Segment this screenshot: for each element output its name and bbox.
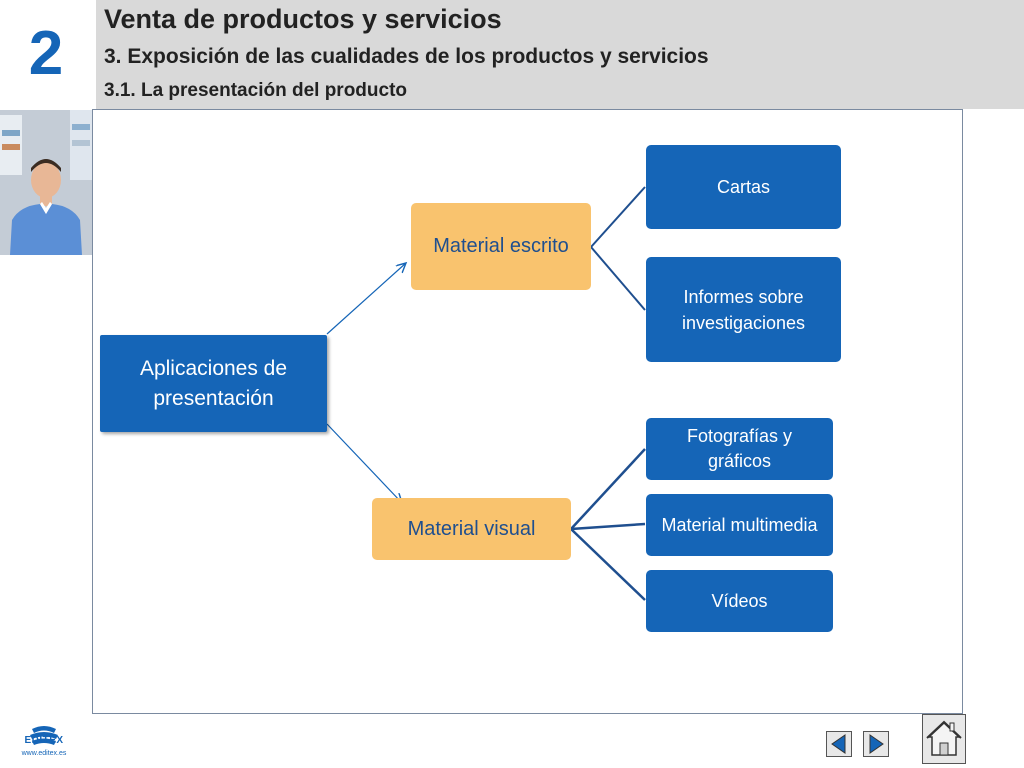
page-title: Venta de productos y servicios xyxy=(104,4,502,34)
next-button[interactable] xyxy=(863,731,889,757)
root-node: Aplicaciones de presentación xyxy=(100,335,327,432)
leaf-node-cartas: Cartas xyxy=(646,145,841,229)
header-band xyxy=(96,0,1024,109)
branch-visual-node: Material visual xyxy=(372,498,571,560)
shop-assistant-photo xyxy=(0,110,92,255)
section-title: 3.1. La presentación del producto xyxy=(104,80,408,101)
previous-button[interactable] xyxy=(826,731,852,757)
arrow-left-icon xyxy=(831,734,846,754)
editex-logo-icon xyxy=(30,726,58,745)
chapter-box: 2 xyxy=(0,0,92,109)
leaf-node-multimedia: Material multimedia xyxy=(646,494,833,556)
leaf-node-videos: Vídeos xyxy=(646,570,833,632)
logo-text: EDITEX xyxy=(24,735,64,746)
page-subtitle: 3. Exposición de las cualidades de los p… xyxy=(104,45,709,68)
chapter-number: 2 xyxy=(28,19,64,88)
leaf-node-fotografias: Fotografías y gráficos xyxy=(646,418,833,480)
shop-assistant-illustration xyxy=(0,110,92,255)
logo-url: www.editex.es xyxy=(21,750,67,757)
home-icon xyxy=(926,720,962,756)
arrow-right-icon xyxy=(869,734,884,754)
branch-written-node: Material escrito xyxy=(411,203,591,290)
leaf-node-informes: Informes sobre investigaciones xyxy=(646,257,841,362)
home-button[interactable] xyxy=(922,714,966,764)
